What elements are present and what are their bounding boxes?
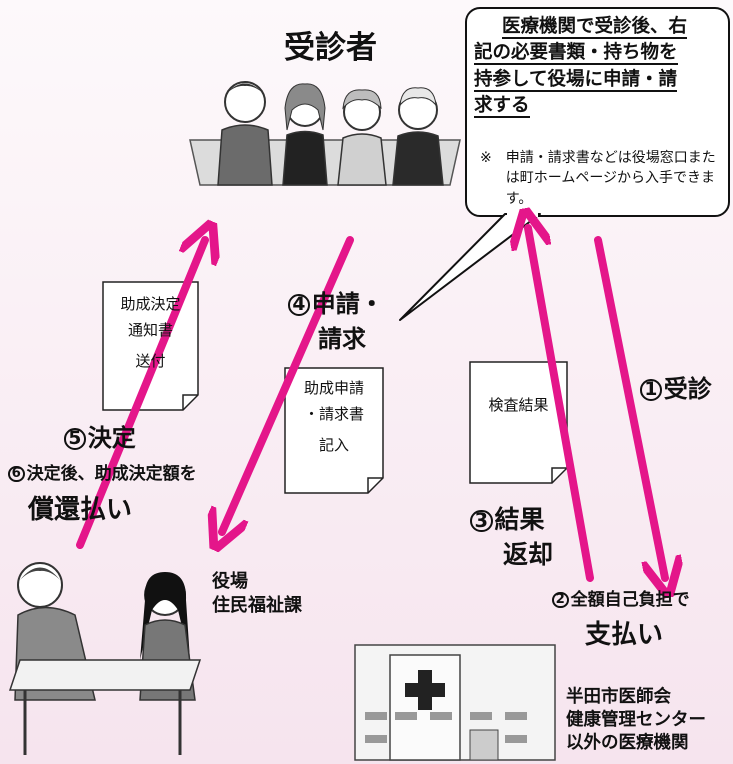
doc-notice-line-2: 通知書	[127, 320, 173, 339]
doc-notice-line-3: 送付	[135, 352, 166, 370]
step2-text-line-1: 全額自己負担で	[570, 590, 690, 610]
doc-results-line-1: 検査結果	[488, 396, 549, 414]
doc-notice-line-1: 助成決定	[120, 295, 181, 313]
step2-text-line-2: 支払い	[585, 620, 664, 650]
step6-text-line-1: 決定後、助成決定額を	[26, 464, 197, 484]
hospital-label: 半田市医師会 健康管理センター 以外の医療機関	[566, 686, 706, 754]
step6-number: 6	[8, 465, 25, 483]
step5-number: 5	[64, 428, 86, 450]
doc-application-line-3: 記入	[318, 436, 349, 454]
office-label-line-2: 住民福祉課	[212, 595, 302, 617]
callout-text: 医療機関で受診後、右 記の必要書類・持ち物を 持参して役場に申請・請 求する	[474, 14, 728, 119]
hospital-label-line-1: 半田市医師会	[566, 687, 671, 707]
step4-number: 4	[288, 294, 310, 316]
step2-number: 2	[552, 591, 569, 609]
callout-line-3: 持参して役場に申請・請	[474, 68, 677, 92]
doc-application-shape	[284, 367, 384, 494]
arrow-step3	[528, 228, 594, 582]
doc-application-line-2: ・請求書	[303, 404, 364, 423]
doc-application: 助成申請 ・請求書 記入	[285, 376, 383, 459]
patients-illustration	[189, 81, 461, 186]
step3-text-line-1: 結果	[494, 505, 545, 534]
doc-application-line-1: 助成申請	[303, 379, 364, 397]
hospital-label-line-3: 以外の医療機関	[566, 732, 689, 753]
office-illustration	[8, 562, 202, 755]
patients-label: 受診者	[284, 30, 377, 66]
step3-number: 3	[470, 509, 493, 533]
office-label-line-1: 役場	[212, 571, 248, 592]
doc-notice: 助成決定 通知書 送付	[103, 292, 198, 375]
arrow-step4	[222, 236, 354, 532]
step3-text-line-2: 返却	[503, 540, 554, 569]
office-label: 役場 住民福祉課	[212, 570, 302, 619]
hospital-label-line-2: 健康管理センター	[566, 709, 706, 730]
hospital-illustration	[354, 644, 556, 761]
step6-text-line-2: 償還払い	[28, 495, 133, 525]
callout-line-4: 求する	[474, 94, 530, 118]
step4-label-line-2: 請求	[318, 325, 366, 353]
callout-note: ※ 申請・請求書などは役場窓口または町ホームページから入手できます。	[480, 148, 725, 209]
note-mark: ※	[480, 150, 492, 166]
step1-text: 受診	[663, 375, 712, 403]
note-text: 申請・請求書などは役場窓口または町ホームページから入手できます。	[505, 150, 716, 207]
callout-bubble	[399, 7, 730, 321]
arrow-step1	[594, 236, 665, 578]
step4-label-line-1: 申請・	[311, 290, 384, 318]
doc-results: 検査結果	[470, 393, 567, 419]
step1-number: 1	[640, 379, 662, 401]
callout-line-2: 記の必要書類・持ち物を	[474, 42, 678, 66]
step5-text: 決定	[87, 424, 136, 452]
callout-line-1: 医療機関で受診後、右	[502, 16, 688, 39]
arrow-step5-6	[76, 240, 205, 549]
